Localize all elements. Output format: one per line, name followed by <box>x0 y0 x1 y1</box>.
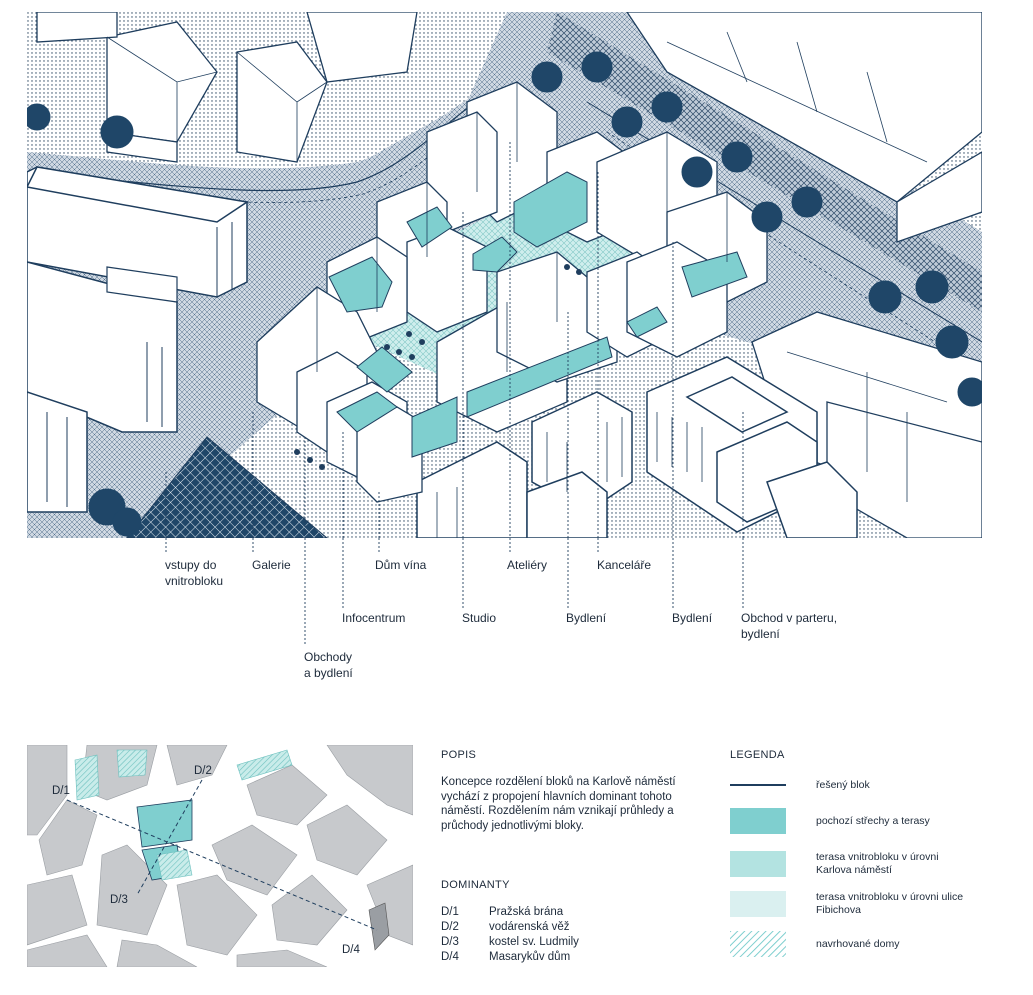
map-label-d4: D/4 <box>342 944 360 956</box>
callout-leader-lines <box>165 538 744 646</box>
map-label-d3: D/3 <box>110 894 128 906</box>
legend-label-terrace-karlovo: terasa vnitrobloku v úrovni Karlova námě… <box>816 851 939 876</box>
callout-bydleni-2: Bydlení <box>672 611 713 625</box>
legend-label-terrace-fibichova: terasa vnitrobloku v úrovni ulice Fibich… <box>816 891 964 916</box>
callout-bydleni-1: Bydlení <box>566 611 607 625</box>
popis-text: Koncepce rozdělení bloků na Karlově námě… <box>441 776 676 832</box>
legend-label-roofs: pochozí střechy a terasy <box>816 815 930 827</box>
callout-vstupy: vstupy do vnitrobloku <box>165 558 224 588</box>
callout-dum-vina: Dům vína <box>375 558 427 572</box>
axonometric-site-drawing <box>27 12 982 538</box>
map-label-d1: D/1 <box>52 785 70 797</box>
site-plan-map <box>27 745 413 967</box>
callout-infocentrum: Infocentrum <box>342 611 406 625</box>
callout-studio: Studio <box>462 611 497 625</box>
legend-swatch-terrace-karlovo <box>730 851 786 877</box>
callout-kancelare: Kanceláře <box>597 558 652 572</box>
legenda-heading: LEGENDA <box>730 749 785 761</box>
callout-obchody-bydleni: Obchody a bydlení <box>304 650 353 680</box>
legend-label-reseny-blok: řešený blok <box>816 779 870 791</box>
callout-galerie: Galerie <box>252 558 291 572</box>
map-label-d2: D/2 <box>194 765 212 777</box>
callout-obchod-parter: Obchod v parteru, bydlení <box>741 611 838 641</box>
legend-swatch-hatch <box>730 931 786 957</box>
legend-label-navrhovane-domy: navrhované domy <box>816 938 900 950</box>
popis-heading: POPIS <box>441 749 477 761</box>
legend-swatch-line <box>730 784 786 786</box>
legend-swatch-roofs <box>730 808 786 834</box>
callout-ateliery: Ateliéry <box>507 558 548 572</box>
legend-swatch-terrace-fibichova <box>730 891 786 917</box>
dominanty-heading: DOMINANTY <box>441 879 510 891</box>
